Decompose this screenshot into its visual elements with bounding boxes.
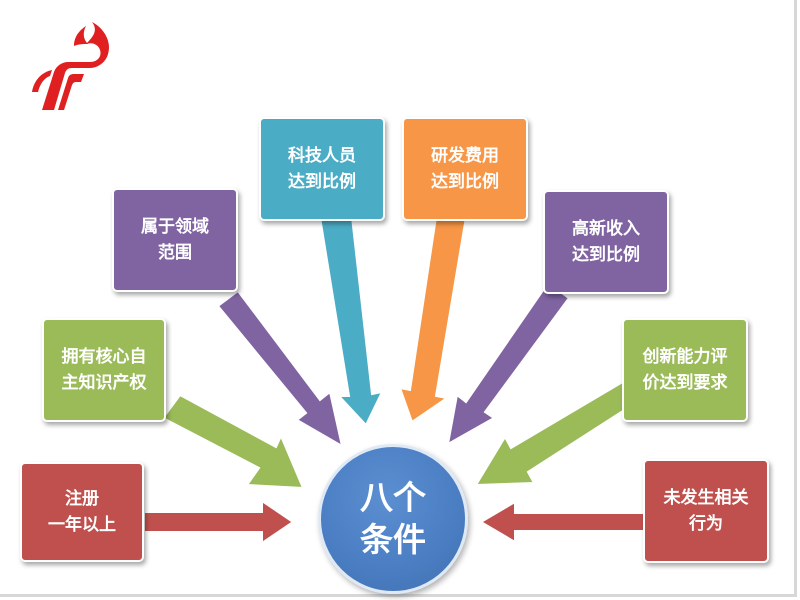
- condition-innovation-line1: 创新能力评: [642, 347, 728, 367]
- condition-registered-line1: 注册: [65, 489, 99, 509]
- condition-rd-line1: 研发费用: [431, 146, 499, 166]
- condition-ip-line2: 主知识产权: [61, 373, 147, 393]
- condition-ip: 拥有核心自 主知识产权: [42, 318, 166, 422]
- condition-staff-line2: 达到比例: [288, 172, 356, 192]
- arrow-registered: [143, 499, 295, 545]
- condition-staff-line1: 科技人员: [288, 146, 356, 166]
- condition-registered: 注册 一年以上: [20, 462, 144, 562]
- condition-income-line1: 高新收入: [572, 219, 640, 239]
- condition-registered-line2: 一年以上: [48, 515, 116, 535]
- center-title-line2: 条件: [360, 520, 426, 559]
- condition-domain-line2: 范围: [158, 243, 192, 263]
- condition-no-violation: 未发生相关 行为: [643, 459, 769, 563]
- condition-rd-line2: 达到比例: [431, 172, 499, 192]
- condition-innovation: 创新能力评 价达到要求: [622, 318, 748, 422]
- condition-domain-line1: 属于领域: [141, 217, 209, 237]
- condition-domain: 属于领域 范围: [112, 188, 238, 292]
- arrow-income: [446, 281, 571, 446]
- condition-no-violation-line1: 未发生相关: [663, 488, 749, 508]
- arrow-staff: [318, 216, 384, 427]
- arrow-no-violation: [479, 500, 646, 544]
- flame-logo-icon: [32, 22, 110, 110]
- arrow-ip: [161, 393, 305, 490]
- center-title-line1: 八个: [360, 478, 426, 517]
- condition-ip-line1: 拥有核心自: [61, 347, 147, 367]
- condition-rd: 研发费用 达到比例: [402, 117, 528, 221]
- arrow-innovation: [474, 378, 642, 487]
- condition-innovation-line2: 价达到要求: [642, 373, 728, 393]
- arrow-domain: [216, 289, 344, 449]
- center-circle: 八个 条件: [318, 444, 468, 594]
- condition-no-violation-line2: 行为: [689, 514, 723, 534]
- condition-income-line2: 达到比例: [572, 245, 640, 265]
- condition-income: 高新收入 达到比例: [543, 190, 669, 294]
- condition-staff: 科技人员 达到比例: [259, 117, 385, 221]
- arrow-rd: [398, 216, 468, 424]
